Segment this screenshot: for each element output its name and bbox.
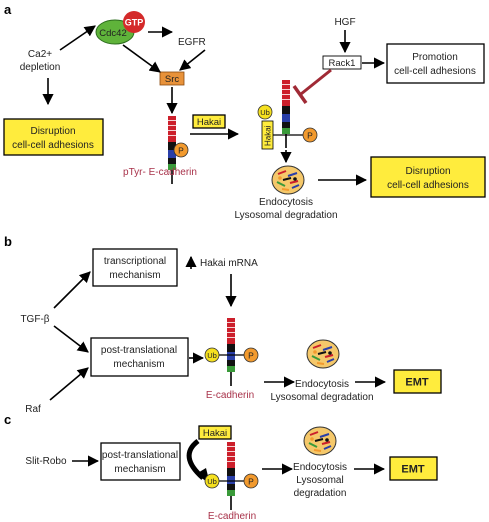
phospho-p-label-2: P	[307, 131, 313, 141]
arrow-tgf-transcriptional	[53, 271, 91, 309]
src-label: Src	[165, 74, 180, 85]
rack1-label: Rack1	[329, 58, 356, 69]
emt-box-c	[389, 456, 438, 481]
phospho-p-icon-2	[302, 127, 318, 143]
disruption-left-line2: cell-cell adhesions	[12, 140, 94, 151]
emt-label-c: EMT	[401, 464, 425, 476]
endocytosis-label-b: Endocytosis	[295, 379, 349, 390]
promotion-box	[386, 43, 485, 84]
ptyr-ecadherin-label: pTyr- E-cadherin	[123, 167, 197, 178]
phospho-p-icon	[173, 142, 189, 158]
arrow-raf-posttranslational	[49, 367, 89, 401]
gtp-node	[123, 11, 145, 33]
emt-label-b: EMT	[405, 377, 429, 389]
phospho-p-label-c: P	[248, 477, 254, 487]
egfr-label: EGFR	[178, 37, 206, 48]
panel-label-c: c	[4, 412, 11, 427]
hakai-mrna-label: Hakai mRNA	[200, 258, 258, 269]
lysosomal-label-b: Lysosomal degradation	[270, 392, 373, 403]
phospho-p-icon-c	[243, 473, 259, 489]
panel-label-b: b	[4, 234, 12, 249]
ubiquitin-label-b: Ub	[207, 351, 217, 360]
endocytosis-label-c: Endocytosis	[293, 462, 347, 473]
hgf-label: HGF	[334, 17, 355, 28]
tgf-beta-label: TGF-β	[20, 314, 49, 325]
ubiquitin-icon-c	[204, 473, 220, 489]
lysosomal-label-c: Lysosomal	[296, 475, 343, 486]
endocytosis-label-a: Endocytosis	[259, 197, 313, 208]
ca2-label-line2: depletion	[20, 62, 61, 73]
hakai-box-c	[198, 425, 232, 440]
ubiquitin-label-c: Ub	[207, 477, 217, 486]
raf-label: Raf	[25, 404, 41, 415]
ubiquitin-label-a: Ub	[260, 108, 270, 117]
inhibition-bar	[292, 84, 308, 105]
endosome-icon-a	[271, 165, 305, 195]
arrow-tgf-posttranslational	[53, 325, 89, 353]
disruption-right-line2: cell-cell adhesions	[387, 180, 469, 191]
ecadherin-label-b: E-cadherin	[206, 390, 254, 401]
gtp-label: GTP	[125, 18, 144, 28]
disruption-left-line1: Disruption	[30, 126, 75, 137]
rack1-box	[322, 55, 362, 70]
posttranslational-box-b	[90, 337, 189, 377]
ubiquitin-icon-b	[204, 347, 220, 363]
posttranslational-c-line1: post-translational	[102, 450, 178, 461]
hakai-label-a: Hakai	[197, 117, 221, 128]
hakai-label-c: Hakai	[203, 428, 227, 439]
panel-label-a: a	[4, 2, 12, 17]
emt-box-b	[393, 369, 442, 394]
lysosomal-label-a: Lysosomal degradation	[234, 210, 337, 221]
phospho-p-label: P	[178, 146, 184, 156]
posttranslational-b-line2: mechanism	[113, 359, 164, 370]
disruption-box-right	[370, 156, 486, 198]
endosome-icon-b	[306, 339, 340, 369]
disruption-right-line1: Disruption	[405, 166, 450, 177]
degradation-label-c: degradation	[294, 488, 347, 499]
ecadherin-molecule-c	[226, 441, 236, 511]
cdc42-label: Cdc42	[99, 28, 126, 39]
ecadherin-label-c: E-cadherin	[208, 511, 256, 522]
inhibition-line	[300, 68, 332, 96]
arrow-cdc42-src	[122, 44, 161, 73]
hakai-box-a	[192, 114, 226, 129]
ecadherin-molecule-b	[226, 317, 236, 387]
src-box	[159, 71, 185, 86]
ca2-label-line1: Ca2+	[28, 49, 52, 60]
arrow-ca2-cdc42	[59, 25, 96, 51]
ubiquitin-icon-a	[257, 104, 273, 120]
promotion-line1: Promotion	[412, 52, 458, 63]
transcriptional-line2: mechanism	[109, 270, 160, 281]
ubiquitinated-ecadherin-molecule	[281, 79, 291, 149]
transcriptional-box	[92, 248, 178, 287]
transcriptional-line1: transcriptional	[104, 256, 166, 267]
posttranslational-b-line1: post-translational	[101, 345, 177, 356]
disruption-box-left	[3, 118, 104, 156]
hakai-rotated-label: Hakai	[264, 125, 273, 146]
posttranslational-box-c	[100, 442, 181, 481]
promotion-line2: cell-cell adhesions	[394, 66, 476, 77]
posttranslational-c-line2: mechanism	[114, 464, 165, 475]
phospho-p-icon-b	[243, 347, 259, 363]
phospho-p-label-b: P	[248, 351, 254, 361]
endosome-icon-c	[303, 426, 337, 456]
slit-robo-label: Slit-Robo	[25, 456, 67, 467]
arrow-egfr-src	[179, 49, 206, 71]
